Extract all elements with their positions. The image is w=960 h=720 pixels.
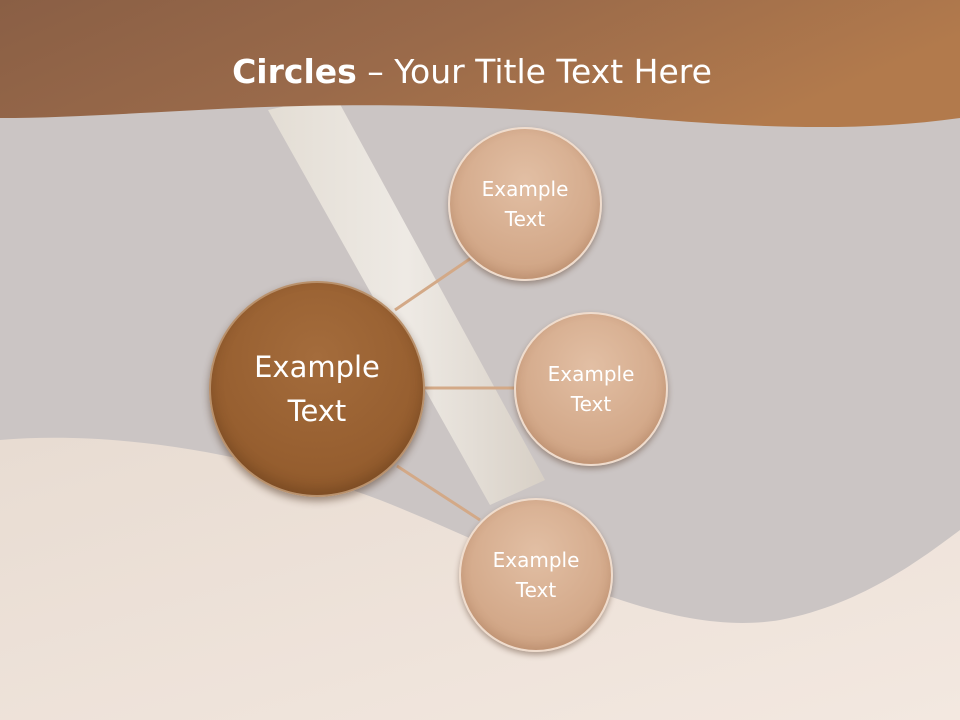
slide-title: Circles – Your Title Text Here bbox=[0, 52, 944, 91]
title-bold: Circles bbox=[232, 52, 357, 91]
connector-line bbox=[394, 252, 478, 312]
circle-middle[interactable]: Example Text bbox=[514, 312, 668, 466]
title-rest: – Your Title Text Here bbox=[356, 52, 712, 91]
main-circle-line2: Text bbox=[287, 394, 347, 428]
circle-middle-line2: Text bbox=[570, 392, 612, 416]
circle-top-line1: Example bbox=[481, 177, 569, 201]
main-circle[interactable]: Example Text bbox=[209, 281, 425, 497]
header-band bbox=[0, 0, 960, 128]
circle-bottom[interactable]: Example Text bbox=[459, 498, 613, 652]
main-circle-line1: Example bbox=[254, 350, 380, 384]
circle-bottom-line1: Example bbox=[492, 548, 580, 572]
connector-line bbox=[396, 464, 481, 522]
stick-shape bbox=[268, 95, 545, 505]
circle-bottom-line2: Text bbox=[515, 578, 557, 602]
circle-top-line2: Text bbox=[504, 207, 546, 231]
circle-middle-line1: Example bbox=[547, 362, 635, 386]
circle-top[interactable]: Example Text bbox=[448, 127, 602, 281]
